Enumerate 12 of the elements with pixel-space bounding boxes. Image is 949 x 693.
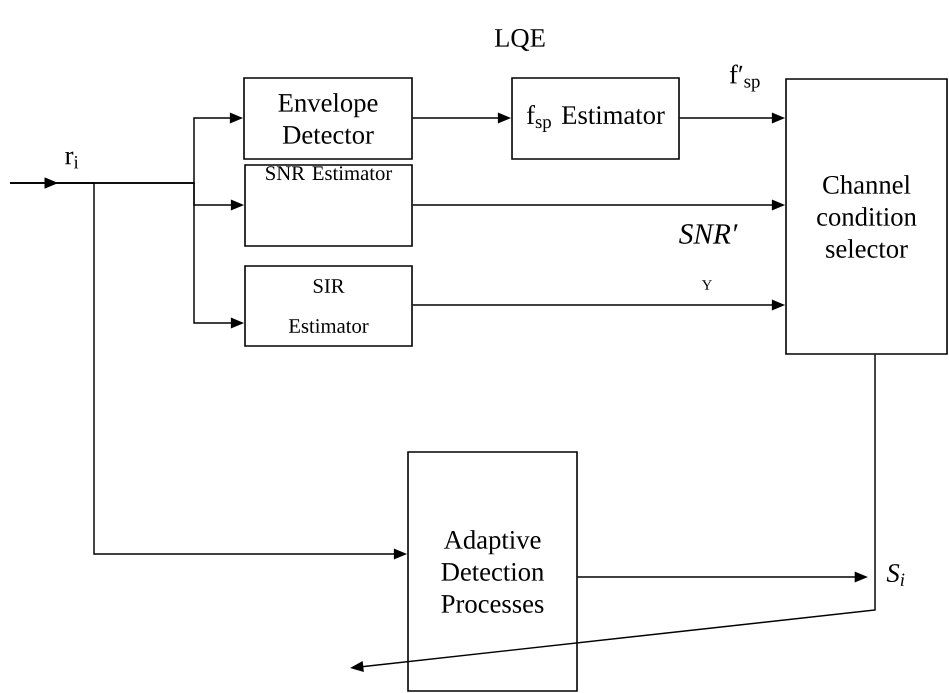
edge-label: f′$_{sp}$ bbox=[730, 64, 760, 92]
title: LQE bbox=[494, 29, 545, 51]
edge-label: S$_{i}$ bbox=[886, 564, 904, 586]
edge-label: Y bbox=[702, 280, 712, 290]
block-box: SIR Estimator bbox=[244, 265, 413, 347]
edge-label: r$_{i}$ bbox=[65, 152, 78, 168]
block-box: SNR Estimator bbox=[244, 164, 413, 247]
selector-box: Channel condition selector bbox=[785, 78, 948, 355]
edge-label: SNR′ bbox=[679, 224, 738, 244]
block-box: Envelope Detector bbox=[243, 77, 413, 160]
process-box: Adaptive Detection Processes bbox=[407, 451, 578, 692]
block-box: f$_{sp}$ Estimator bbox=[511, 77, 680, 160]
